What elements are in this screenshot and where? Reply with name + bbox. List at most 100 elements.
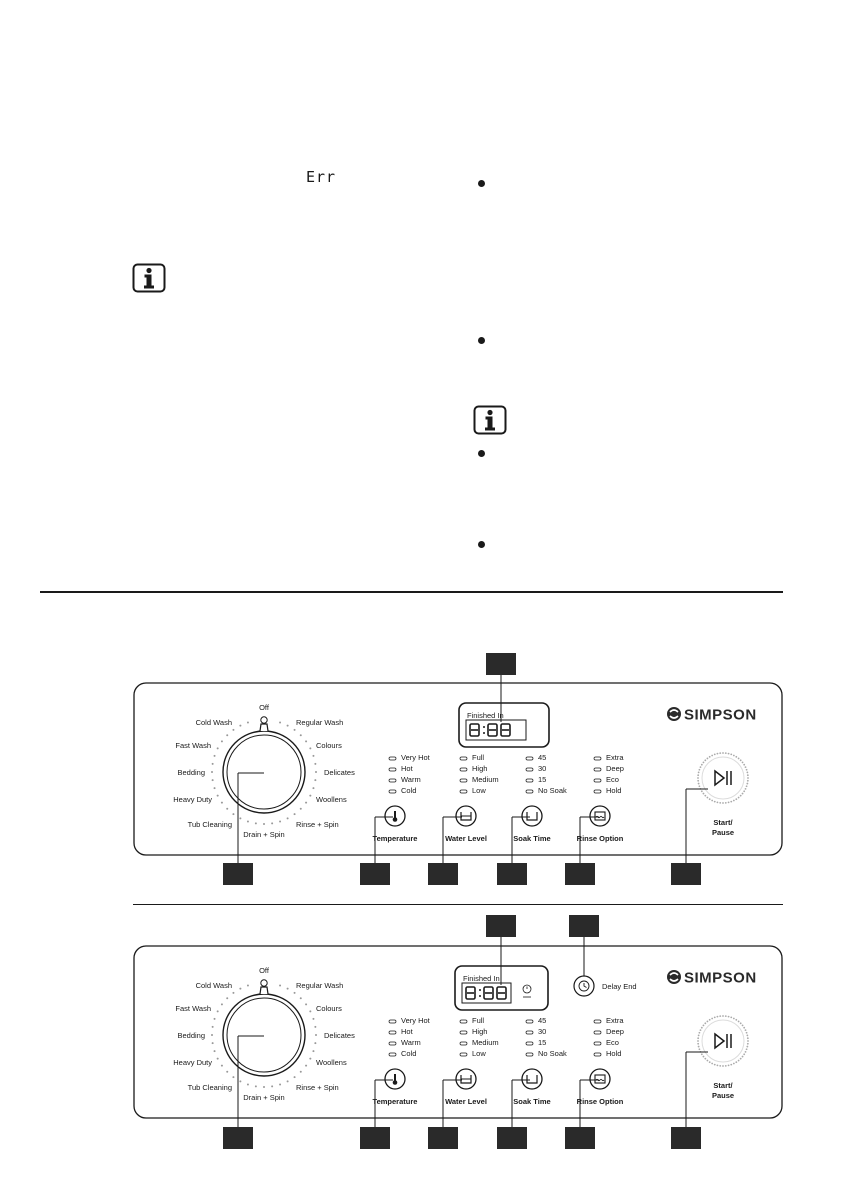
start-ring-dot <box>702 761 705 764</box>
start-ring-dot <box>724 1015 727 1018</box>
start-ring-dot <box>704 794 707 797</box>
option-label: Full <box>472 1016 484 1025</box>
dial-label: Heavy Duty <box>173 1058 212 1067</box>
dial-label: Regular Wash <box>296 981 343 990</box>
dial-label: Regular Wash <box>296 718 343 727</box>
display-colon <box>483 732 485 734</box>
start-ring-dot <box>713 1016 716 1019</box>
start-ring-dot <box>697 771 700 774</box>
option-led <box>593 1052 602 1057</box>
dial-tick <box>263 823 265 825</box>
button-label: Temperature <box>373 834 418 843</box>
start-ring-dot <box>724 801 727 804</box>
dial-tick <box>246 721 249 724</box>
option-led <box>525 778 534 783</box>
dial-tick <box>232 728 235 731</box>
dial-tick <box>246 1083 249 1086</box>
option-label: Deep <box>606 764 624 773</box>
start-ring-dot <box>702 1055 705 1058</box>
start-label: Start/ <box>713 818 733 827</box>
start-ring-dot <box>747 1040 749 1042</box>
dial-label: Delicates <box>324 768 355 777</box>
start-ring-dot <box>713 1063 716 1066</box>
dial-tick <box>305 740 308 743</box>
dial-tick <box>312 1017 315 1020</box>
option-led <box>525 756 534 761</box>
dial-tick <box>216 1057 219 1060</box>
start-ring-dot <box>735 1061 738 1064</box>
option-label: Extra <box>606 753 624 762</box>
start-ring-dot <box>743 763 746 766</box>
dial-label: Bedding <box>177 768 205 777</box>
dial-tick <box>220 1003 223 1006</box>
brand-logo: SIMPSON <box>684 970 757 987</box>
dial-tick <box>213 1017 216 1020</box>
dial-tick <box>286 987 289 990</box>
dial-tick <box>299 734 302 737</box>
start-ring-dot <box>744 1029 747 1032</box>
start-ring-dot <box>697 1040 699 1042</box>
delay-end-label: Delay End <box>602 982 637 991</box>
callout-marker <box>428 1127 458 1149</box>
start-ring-dot <box>704 1057 707 1060</box>
dial-tick <box>211 1034 213 1036</box>
option-label: Low <box>472 1049 486 1058</box>
display-digit <box>483 986 494 1000</box>
start-ring-dot <box>697 1037 700 1040</box>
dial-tick <box>211 779 214 782</box>
info-icon <box>473 405 507 435</box>
start-ring-dot <box>724 1064 727 1067</box>
brand-logo: SIMPSON <box>684 707 757 724</box>
dial-tick <box>216 794 219 797</box>
dial-tick <box>309 1010 312 1013</box>
start-ring-dot <box>737 796 740 799</box>
start-ring-dot <box>698 1031 701 1034</box>
pause-label: Pause <box>712 828 734 837</box>
rinse-option-icon <box>594 1074 606 1084</box>
start-ring-dot <box>700 1026 703 1029</box>
option-led <box>388 756 397 761</box>
start-ring-dot <box>719 801 722 804</box>
option-led <box>459 767 468 772</box>
dial-label: Cold Wash <box>196 981 232 990</box>
dial-tick <box>239 817 242 820</box>
option-label: High <box>472 764 487 773</box>
start-ring-dot <box>744 787 747 790</box>
dial-tick <box>263 1086 265 1088</box>
option-label: 45 <box>538 1016 546 1025</box>
start-ring-dot <box>711 754 714 757</box>
simpson-logo-swirl <box>669 972 679 982</box>
dial-tick <box>279 820 282 823</box>
display-label: Finished In <box>467 711 504 720</box>
start-ring-dot <box>746 1037 749 1040</box>
dial-label: Rinse + Spin <box>296 1083 339 1092</box>
dial-tick <box>220 801 223 804</box>
option-label: Warm <box>401 775 421 784</box>
option-label: Hold <box>606 1049 621 1058</box>
dial-tick <box>220 1064 223 1067</box>
start-ring-dot <box>739 794 742 797</box>
start-ring-dot <box>699 766 702 769</box>
option-led <box>593 789 602 794</box>
dial-tick <box>293 991 296 994</box>
dial-label: Heavy Duty <box>173 795 212 804</box>
start-ring-dot <box>739 1057 742 1060</box>
start-ring-dot <box>743 1053 746 1056</box>
option-led <box>593 1019 602 1024</box>
start-ring-dot <box>708 1061 711 1064</box>
start-ring-dot <box>697 1045 700 1048</box>
start-ring-dot <box>697 777 699 779</box>
start-ring-dot <box>741 1055 744 1058</box>
start-ring-dot <box>732 1062 735 1065</box>
dial-tick <box>216 1010 219 1013</box>
dial-tick <box>232 1076 235 1079</box>
dial-label: Fast Wash <box>175 741 211 750</box>
start-ring-dot <box>746 779 749 782</box>
start-ring-dot <box>711 799 714 802</box>
bullet <box>478 180 485 187</box>
dial-tick <box>312 754 315 757</box>
dial-tick <box>293 728 296 731</box>
display-colon <box>483 726 485 728</box>
